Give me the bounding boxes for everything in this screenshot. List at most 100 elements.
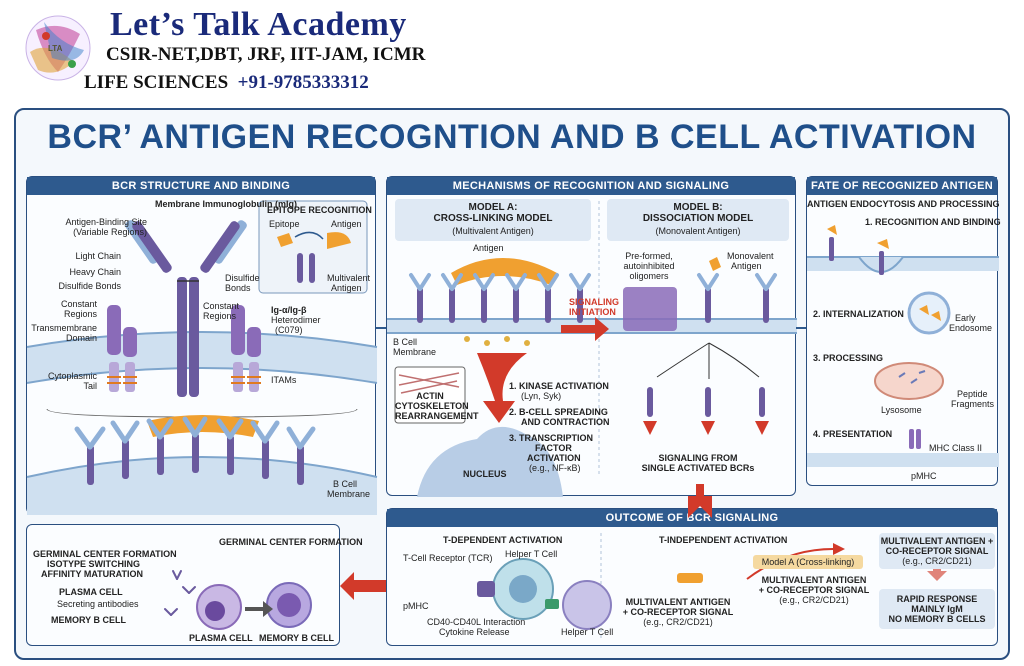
label-transmembrane-2: Domain (65, 333, 97, 343)
label-pmhc-outcome: pMHC (403, 601, 429, 611)
model-a-box: MODEL A: CROSS-LINKING MODEL (Multivalen… (395, 199, 591, 241)
label-ti-right-2: CO-RECEPTOR SIGNAL (885, 546, 989, 556)
label-spreading-2: AND CONTRACTION (521, 417, 610, 427)
label-td: T-DEPENDENT ACTIVATION (443, 535, 563, 545)
label-step-2: 2. INTERNALIZATION (813, 309, 904, 319)
label-preformed-1: Pre-formed, (625, 251, 673, 261)
bcr-cluster (74, 415, 316, 485)
label-epitope: Epitope (269, 219, 300, 229)
ig-alpha-beta-right (231, 305, 261, 392)
label-bcell-membrane-a1: B Cell (393, 337, 418, 347)
label-spreading-1: 2. B-CELL SPREADING (509, 407, 608, 417)
outcome-diagram (477, 533, 947, 641)
label-ig-alpha-1: Ig-α/Ig-β (271, 305, 307, 315)
label-cytoplasmic-2: Tail (83, 381, 97, 391)
label-cytoplasmic-1: Cytoplasmic (47, 371, 97, 381)
label-bcell-membrane-2: Membrane (327, 489, 371, 499)
label-ti-left-1: MULTIVALENT ANTIGEN (625, 597, 731, 607)
label-antigen-a: Antigen (473, 243, 504, 253)
label-constant-left-1: Constant (60, 299, 97, 309)
logo-text: LTA (48, 44, 63, 53)
label-ti-mid-1: MULTIVALENT ANTIGEN (761, 575, 867, 585)
panel-germinal: GERMINAL CENTER FORMATION ISOTYPE SWITCH… (26, 524, 363, 646)
label-antigen: Antigen (331, 219, 362, 229)
label-plasma-caption: PLASMA CELL (189, 633, 253, 643)
label-step-4: 4. PRESENTATION (813, 429, 893, 439)
panel-fate-header: FATE OF RECOGNIZED ANTIGEN (807, 177, 997, 195)
label-ig-alpha-3: (C079) (275, 325, 303, 335)
model-a-title-1: MODEL A: (468, 202, 518, 213)
label-bcell-membrane-a2: Membrane (393, 347, 437, 357)
label-actin-3: REARRANGEMENT (395, 411, 479, 421)
label-kinase-sub: (Lyn, Syk) (521, 391, 562, 401)
label-single-2: SINGLE ACTIVATED BCRs (641, 463, 755, 473)
label-heavy-chain: Heavy Chain (69, 267, 121, 277)
label-lysosome: Lysosome (881, 405, 922, 415)
label-isotype: ISOTYPE SWITCHING (47, 559, 141, 569)
model-b-box: MODEL B: DISSOCIATION MODEL (Monovalent … (607, 199, 789, 241)
label-ti-mid-2: + CO-RECEPTOR SIGNAL (758, 585, 870, 595)
label-constant-right-2: Regions (203, 311, 237, 321)
label-multivalent-2: Antigen (331, 283, 362, 293)
label-tf-sub: (e.g., NF-κB) (529, 463, 581, 473)
label-tf-2: FACTOR (535, 443, 572, 453)
label-monovalent-2: Antigen (731, 261, 762, 271)
label-kinase: 1. KINASE ACTIVATION (509, 381, 609, 391)
label-ti-right-1: MULTIVALENT ANTIGEN + (880, 536, 994, 546)
label-mhc: MHC Class II (929, 443, 983, 453)
label-itams: ITAMs (271, 375, 297, 385)
preformed-oligomers (623, 287, 677, 331)
ig-alpha-beta-left (107, 305, 137, 392)
model-a-title-2: CROSS-LINKING MODEL (433, 213, 553, 224)
fate-diagram (807, 225, 999, 467)
label-light-chain: Light Chain (75, 251, 121, 261)
label-disulfide-right-1: Disulfide (225, 273, 260, 283)
academy-logo (25, 15, 91, 81)
label-cd40-1: CD40-CD40L Interaction (427, 617, 526, 627)
signaling-initiation-arrow (561, 317, 609, 341)
label-ti-left-2: + CO-RECEPTOR SIGNAL (622, 607, 734, 617)
ti-right-box: MULTIVALENT ANTIGEN + CO-RECEPTOR SIGNAL… (879, 533, 995, 569)
label-variable-regions: (Variable Regions) (73, 227, 147, 237)
epitope-diagram (277, 231, 351, 283)
label-plasma-cell: PLASMA CELL (59, 587, 123, 597)
panel-outcome-header: OUTCOME OF BCR SIGNALING (387, 509, 997, 527)
academy-phone: +91-9785333312 (237, 72, 369, 93)
label-fate-sub: ANTIGEN ENDOCYTOSIS AND PROCESSING (807, 199, 1000, 209)
lysosome (874, 362, 944, 400)
early-endosome (907, 291, 951, 335)
label-ti-right-3: (e.g., CR2/CD21) (902, 556, 972, 566)
bcr-structure-diagram (26, 200, 378, 515)
label-disulfide-left: Disulfide Bonds (58, 281, 121, 291)
label-rapid-2: MAINLY IgM (911, 604, 963, 614)
label-preformed-2: autoinhibited (623, 261, 675, 271)
label-membrane-ig: Membrane Immunoglobulin (mIg) (155, 199, 297, 209)
nucleus (417, 426, 563, 497)
label-antigen-binding-site: Antigen-Binding Site (65, 217, 147, 227)
model-b-subtitle: (Monovalent Antigen) (655, 226, 741, 236)
panel-mechanisms-header: MECHANISMS OF RECOGNITION AND SIGNALING (387, 177, 795, 195)
label-step-3: 3. PROCESSING (813, 353, 884, 363)
label-epitope-title: EPITOPE RECOGNITION (267, 205, 372, 215)
label-gc-right: GERMINAL CENTER FORMATION (219, 537, 363, 547)
panel-bcr-structure: BCR STRUCTURE AND BINDING (26, 176, 378, 515)
label-ti: T-INDEPENDENT ACTIVATION (659, 535, 788, 545)
academy-exams: CSIR-NET,DBT, JRF, IIT-JAM, ICMR (106, 44, 426, 65)
label-peptide-1: Peptide (957, 389, 988, 399)
label-step-1: 1. RECOGNITION AND BINDING (865, 217, 1001, 227)
helper-t-cell-2 (562, 580, 612, 630)
label-helper-t-2: Helper T Cell (561, 627, 614, 637)
label-actin-2: CYTOSKELETON (395, 401, 469, 411)
label-pmhc: pMHC (911, 471, 937, 481)
label-gc-left: GERMINAL CENTER FORMATION (33, 549, 177, 559)
label-tcr: T-Cell Receptor (TCR) (403, 553, 493, 563)
label-rapid-1: RAPID RESPONSE (896, 594, 978, 604)
model-b-title-1: MODEL B: (673, 202, 723, 213)
label-tf-3: ACTIVATION (527, 453, 581, 463)
label-signaling-1: SIGNALING (569, 297, 620, 307)
germinal-diagram (164, 570, 312, 630)
infographic-title: BCR’ ANTIGEN RECOGNTION AND B CELL ACTIV… (47, 118, 977, 156)
panel-mechanisms: MECHANISMS OF RECOGNITION AND SIGNALING … (386, 176, 797, 497)
